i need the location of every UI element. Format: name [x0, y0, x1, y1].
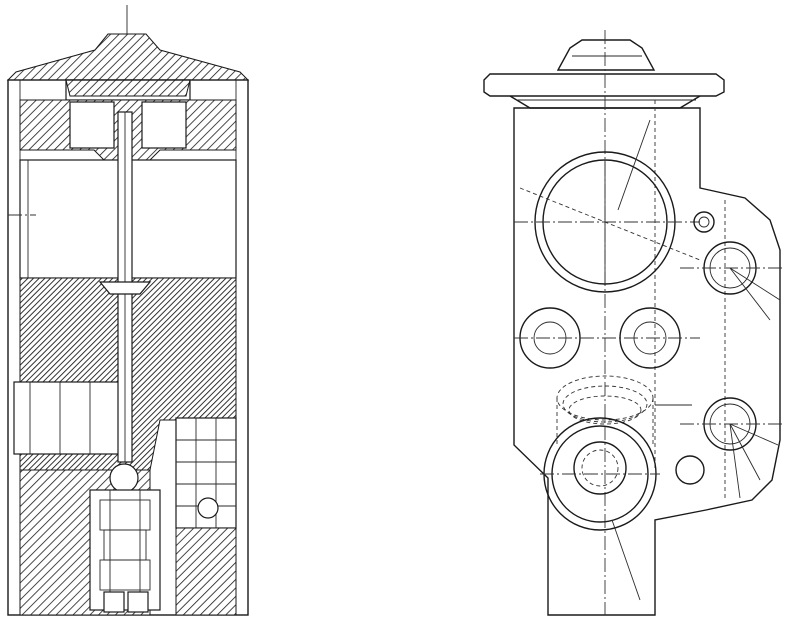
- internal-bore-dashed: [556, 375, 692, 445]
- construction-lines: [519, 187, 781, 499]
- diaphragm-pocket-left: [69, 101, 115, 149]
- valve-ball: [109, 463, 139, 493]
- small-bolt-inner: [698, 216, 710, 228]
- side-bore: [13, 381, 125, 455]
- right-grid-block: [175, 417, 237, 529]
- ext-body-outline: [513, 107, 781, 616]
- exterior-view: [483, 30, 785, 616]
- bottom-port: [540, 417, 660, 601]
- ext-flange: [483, 73, 725, 97]
- lower-right-section: [175, 527, 237, 616]
- large-port: [514, 119, 700, 293]
- top-cap: [6, 33, 250, 81]
- sectional-view: [6, 5, 250, 616]
- spring-assembly: [89, 489, 161, 613]
- cap-hatch: [65, 79, 191, 97]
- stem-collar: [98, 281, 152, 295]
- ext-top-dome: [556, 39, 656, 71]
- small-lower-hole: [675, 455, 705, 485]
- mid-holes: [514, 307, 700, 369]
- small-bolt: [693, 211, 715, 233]
- diaphragm-pocket-right: [141, 101, 187, 149]
